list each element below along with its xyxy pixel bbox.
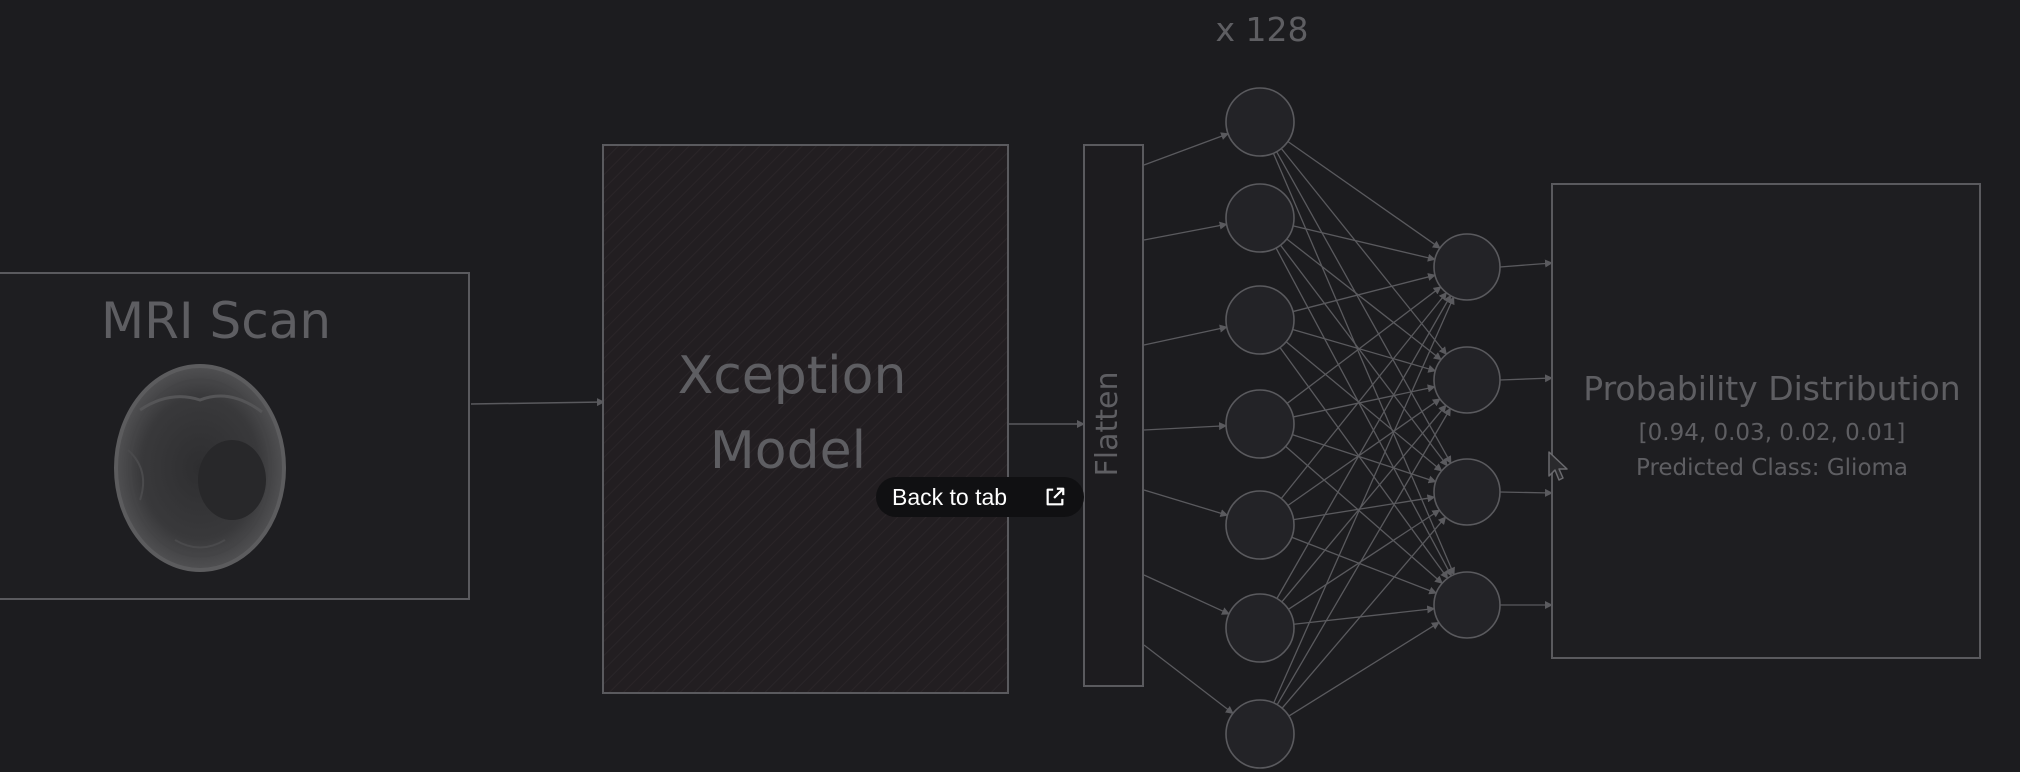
xception-label-line2: Model (710, 421, 866, 481)
dense-layer-nodes (1225, 87, 1501, 769)
mouse-pointer-icon (1548, 451, 1568, 481)
dense-connection-arrow (1273, 296, 1455, 704)
back-to-tab-button[interactable]: Back to tab (876, 477, 1084, 517)
hidden-layer-node (1225, 285, 1295, 355)
output-title: Probability Distribution (1583, 369, 1960, 408)
node-to-output-arrow (1499, 374, 1553, 383)
dense-connection-arrow (1281, 516, 1447, 709)
external-link-icon (1046, 487, 1065, 506)
mri-scan-title: MRI Scan (101, 292, 331, 350)
multiplier-label: x 128 (1215, 10, 1308, 49)
output-prediction: Predicted Class: Glioma (1636, 455, 1908, 481)
output-values: [0.94, 0.03, 0.02, 0.01] (1639, 420, 1906, 446)
dense-to-output-arrows (1499, 259, 1553, 609)
dense-connection-arrow (1288, 509, 1441, 610)
dense-connection-arrow (1285, 341, 1443, 472)
flatten-to-node-arrow (1143, 489, 1229, 518)
node-to-output-arrow (1499, 488, 1553, 497)
output-layer-node (1433, 346, 1501, 414)
node-to-output-arrow (1499, 259, 1553, 268)
flatten-label: Flatten (1090, 372, 1125, 477)
output-layer-node (1433, 233, 1501, 301)
dense-connection-arrow (1280, 291, 1447, 499)
probability-distribution-block: Probability Distribution [0.94, 0.03, 0.… (1551, 183, 1981, 659)
hidden-layer-node (1225, 699, 1295, 769)
hidden-layer-node (1225, 87, 1295, 157)
dense-connection-arrow (1276, 407, 1451, 705)
flatten-to-dense-arrows (1143, 132, 1234, 715)
dense-connections (1272, 140, 1455, 717)
dense-connection-arrow (1281, 404, 1447, 603)
dense-connection-arrow (1275, 247, 1453, 577)
dense-connection-arrow (1292, 225, 1436, 262)
xception-label-line1: Xception (678, 346, 907, 406)
flatten-to-node-arrow (1143, 644, 1234, 715)
dense-connection-arrow (1279, 244, 1448, 467)
flatten-to-node-arrow (1143, 574, 1230, 615)
flatten-block: Flatten (1083, 144, 1144, 687)
dense-connection-arrow (1292, 273, 1437, 313)
flatten-to-node-arrow (1143, 324, 1228, 346)
back-to-tab-label: Back to tab (892, 483, 1008, 510)
hidden-layer-node (1225, 183, 1295, 253)
dense-connection-arrow (1272, 152, 1455, 576)
arrow-mri-to-xception (470, 398, 605, 407)
hidden-layer-node (1225, 490, 1295, 560)
dense-connection-arrow (1279, 347, 1449, 580)
flatten-to-node-arrow (1143, 422, 1228, 431)
dense-connection-arrow (1291, 536, 1438, 595)
flatten-to-node-arrow (1143, 132, 1230, 166)
hidden-layer-node (1225, 389, 1295, 459)
dense-connection-arrow (1286, 238, 1442, 361)
mri-scan-block: MRI Scan (0, 272, 470, 600)
output-layer-node (1433, 571, 1501, 639)
dense-connection-arrow (1276, 294, 1452, 599)
dense-connection-arrow (1287, 398, 1441, 507)
dense-connection-arrow (1287, 140, 1441, 249)
dense-connection-arrow (1286, 286, 1442, 404)
dense-connection-arrow (1280, 148, 1447, 356)
dense-connection-arrow (1288, 621, 1440, 717)
brain-scan-image (114, 364, 286, 572)
dense-connection-arrow (1293, 605, 1436, 625)
xception-model-block: Xception Model (602, 144, 1009, 694)
dense-connection-arrow (1285, 445, 1443, 584)
dense-connection-arrow (1276, 151, 1452, 465)
flatten-to-node-arrow (1143, 221, 1228, 241)
output-layer-node (1433, 458, 1501, 526)
hidden-layer-node (1225, 593, 1295, 663)
dense-connection-arrow (1293, 494, 1436, 521)
